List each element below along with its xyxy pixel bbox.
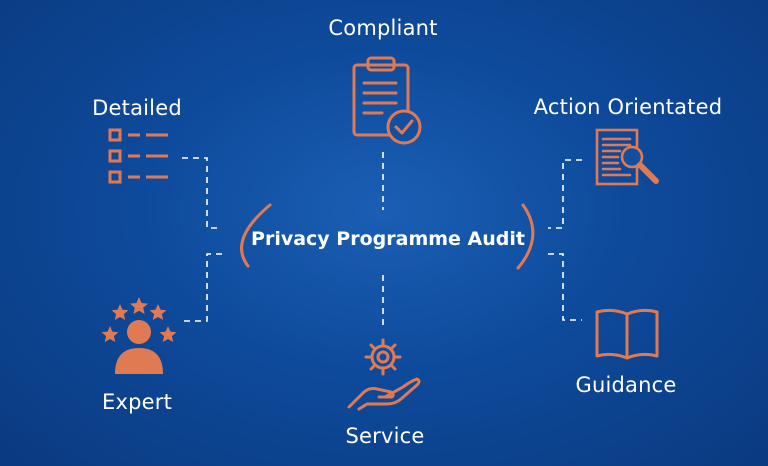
center-left-arc [240,203,272,268]
open-book-icon [595,308,659,360]
gear-hand-icon [347,338,421,411]
connector-detailed [182,157,222,229]
dashed-connectors [182,152,582,330]
checklist-icon [108,128,168,184]
document-search-icon [595,128,659,186]
connector-guidance [548,253,582,321]
node-label-action: Action Orientated [533,95,723,119]
node-label-compliant: Compliant [328,16,438,40]
node-label-service: Service [345,424,425,448]
person-stars-icon [101,297,177,374]
node-label-expert: Expert [101,390,173,414]
node-label-guidance: Guidance [575,373,677,397]
node-label-detailed: Detailed [92,96,182,120]
connector-expert [182,253,222,322]
center-right-arc [516,203,535,270]
connector-action [548,159,582,229]
clipboard-check-icon [352,56,422,145]
center-title: Privacy Programme Audit [251,228,525,250]
